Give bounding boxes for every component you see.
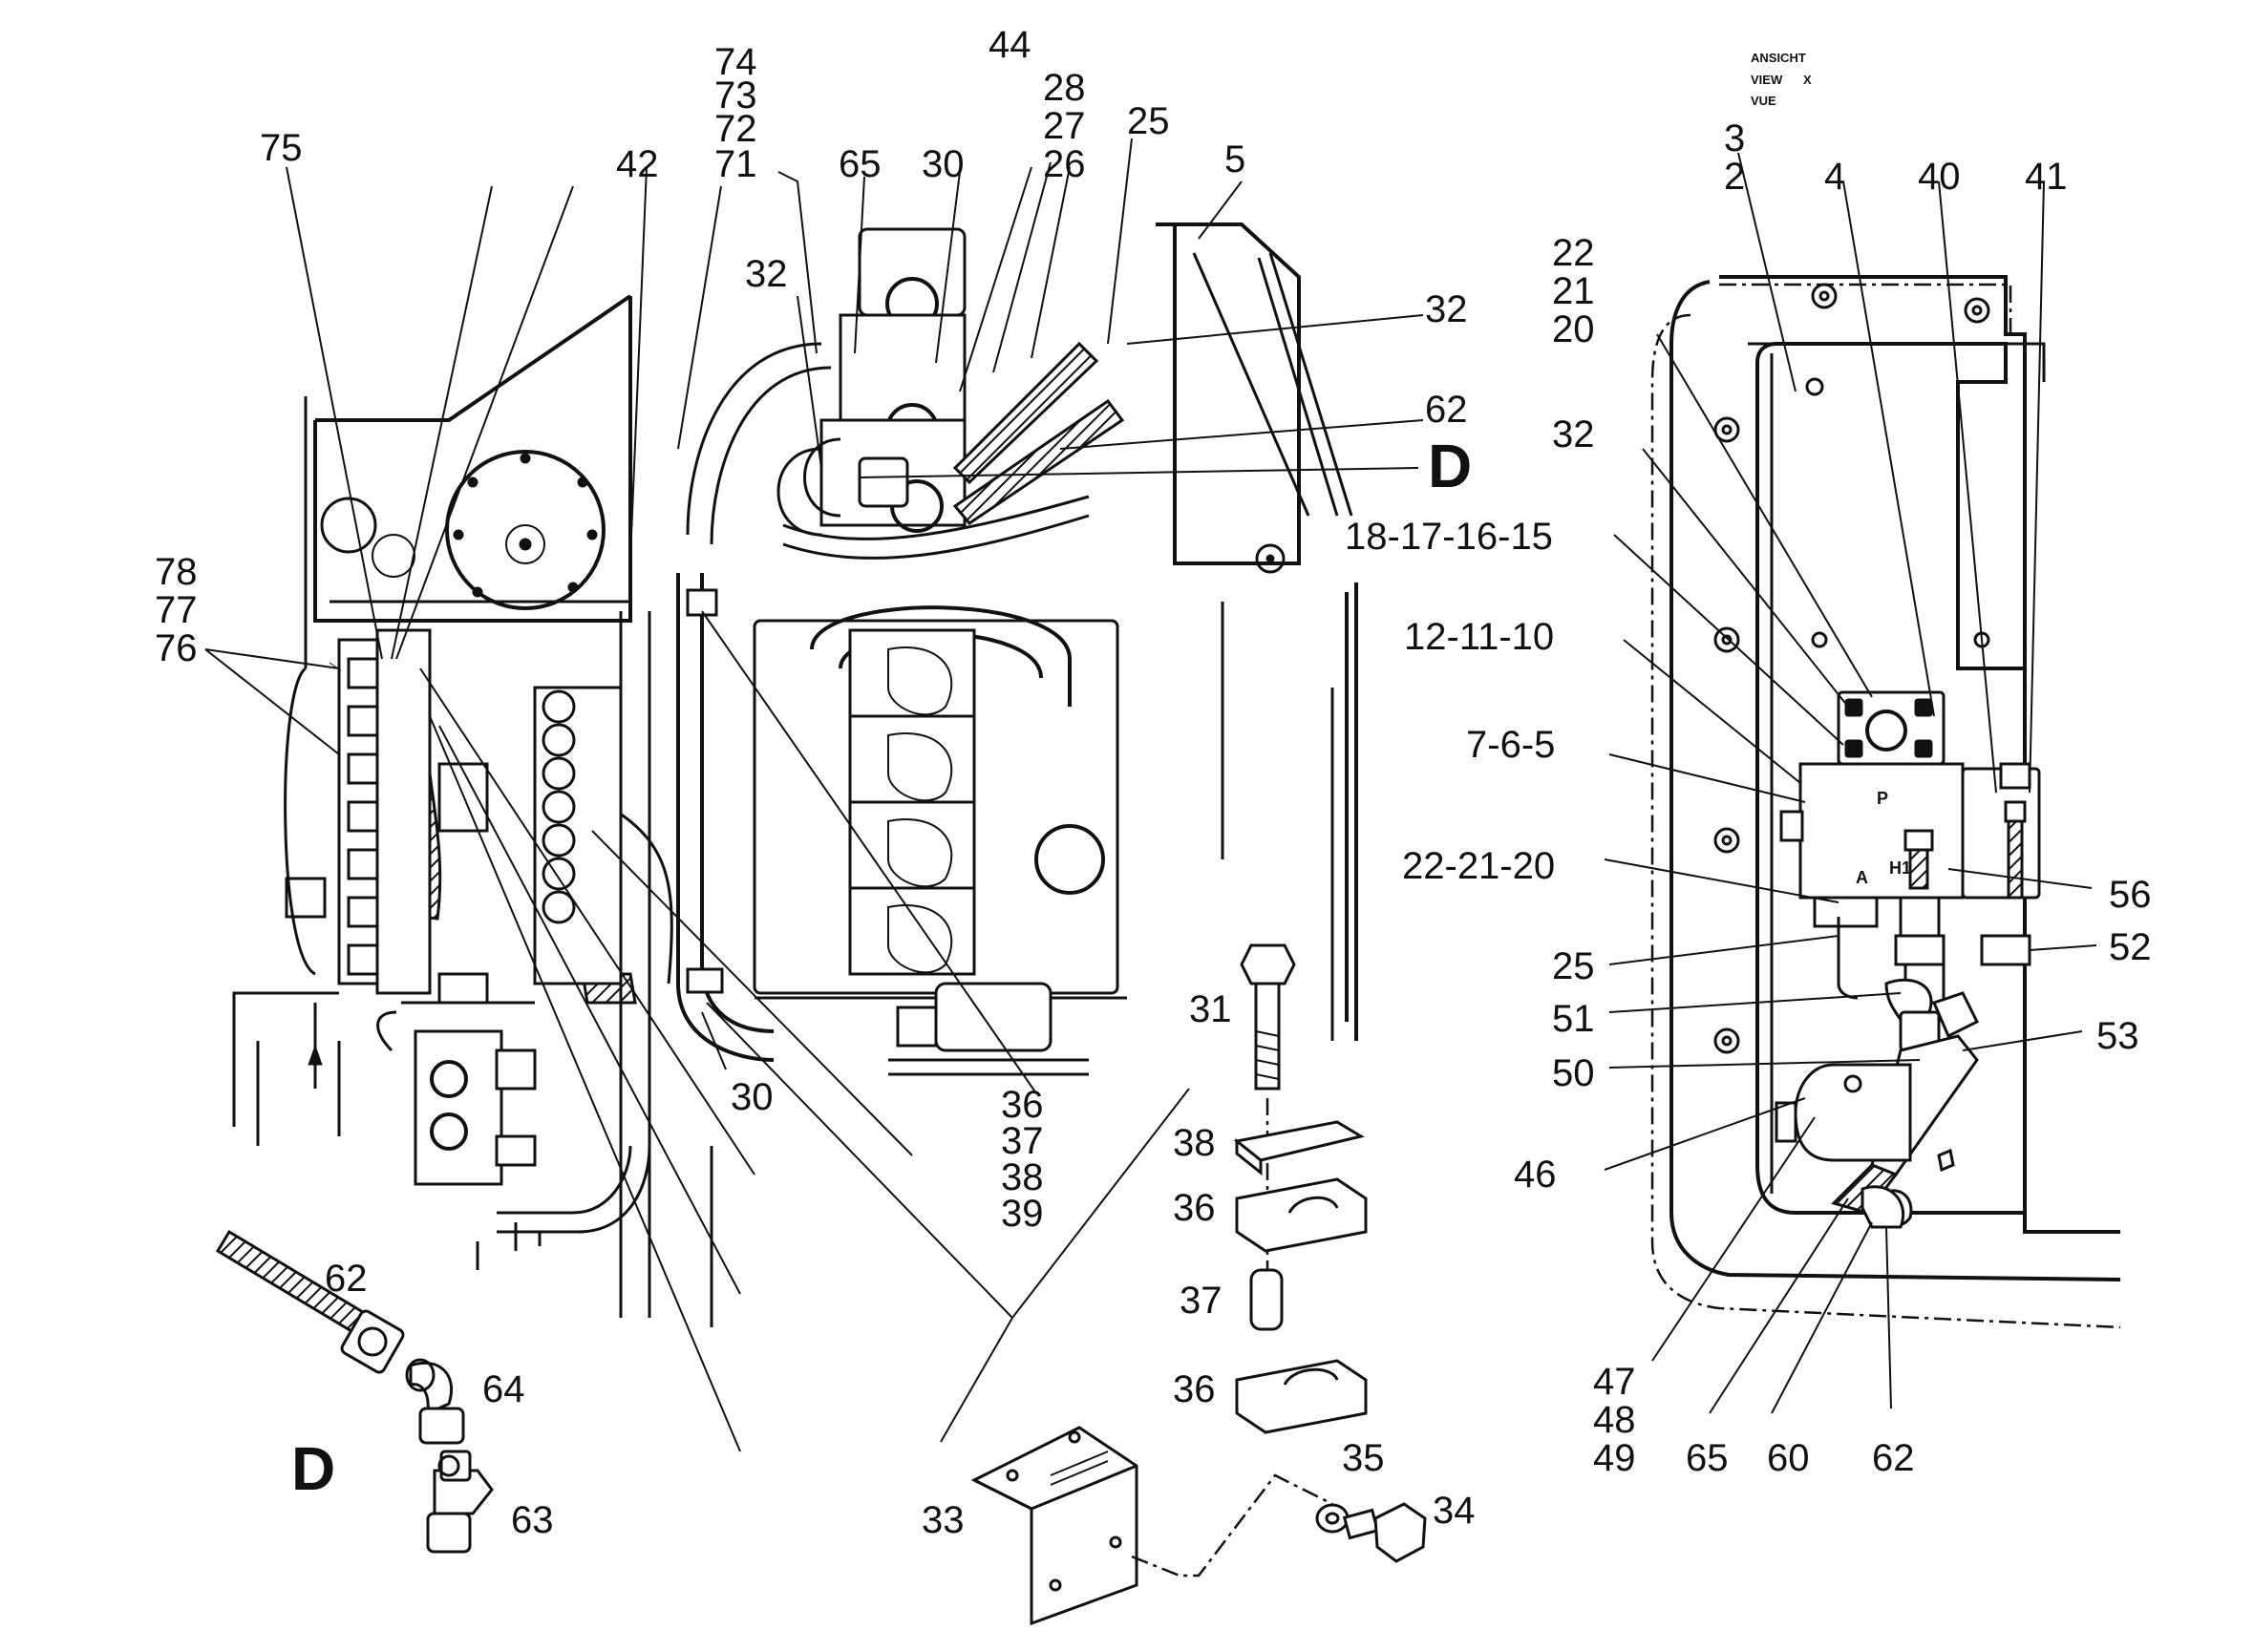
label-4: 4 xyxy=(1824,156,1845,198)
label-50: 50 xyxy=(1552,1052,1595,1094)
label-30: 30 xyxy=(922,143,965,185)
label-46: 46 xyxy=(1514,1154,1557,1196)
label-62: 62 xyxy=(1872,1437,1915,1479)
detail-d-fittings xyxy=(215,1229,494,1554)
view-x-drawing xyxy=(1650,275,2121,1329)
label-31: 31 xyxy=(1189,988,1232,1030)
label-35: 35 xyxy=(1342,1437,1385,1479)
label-34: 34 xyxy=(1433,1490,1476,1532)
label-42: 42 xyxy=(616,143,659,185)
label-62: 62 xyxy=(1425,389,1468,431)
label-32: 32 xyxy=(1425,288,1468,330)
engine-assembly-drawing xyxy=(232,222,1358,1327)
label-26: 26 xyxy=(1043,143,1086,185)
label-22-21-20: 22-21-20 xyxy=(1402,845,1555,887)
view-letter: X xyxy=(1803,73,1812,87)
leader-lines xyxy=(204,138,2097,1452)
label-78: 78 xyxy=(155,551,198,593)
label-27: 27 xyxy=(1043,105,1086,147)
label-36: 36 xyxy=(1173,1368,1216,1410)
label-74: 74 xyxy=(714,41,757,83)
clamp-bracket-exploded xyxy=(970,943,1427,1626)
label-73: 73 xyxy=(714,74,757,116)
label-62: 62 xyxy=(325,1258,368,1300)
port-h1: H1 xyxy=(1889,858,1911,878)
port-a: A xyxy=(1856,868,1868,887)
label-25: 25 xyxy=(1127,100,1170,142)
label-32: 32 xyxy=(745,253,788,295)
label-7-6-5: 7-6-5 xyxy=(1466,724,1555,766)
view-title-line-1: ANSICHT xyxy=(1751,51,1806,65)
label-21: 21 xyxy=(1552,270,1595,312)
label-64: 64 xyxy=(482,1368,525,1410)
view-title-line-3: VUE xyxy=(1751,94,1776,108)
label-20: 20 xyxy=(1552,308,1595,350)
label-40: 40 xyxy=(1918,156,1961,198)
label-48: 48 xyxy=(1593,1399,1636,1441)
label-76: 76 xyxy=(155,627,198,669)
label-37: 37 xyxy=(1001,1120,1044,1162)
label-22: 22 xyxy=(1552,232,1595,274)
label-32: 32 xyxy=(1552,413,1595,455)
label-47: 47 xyxy=(1593,1361,1636,1403)
label-5: 5 xyxy=(1224,138,1245,180)
label-65: 65 xyxy=(839,143,882,185)
part-number-labels: 74 73 72 71 44 28 27 26 25 75 42 65 30 5… xyxy=(155,24,2152,1541)
label-77: 77 xyxy=(155,589,198,631)
label-33: 33 xyxy=(922,1499,965,1541)
label-3: 3 xyxy=(1724,117,1745,159)
label-28: 28 xyxy=(1043,67,1086,109)
label-39: 39 xyxy=(1001,1193,1044,1235)
label-44: 44 xyxy=(989,24,1031,66)
label-36: 36 xyxy=(1001,1084,1044,1126)
label-36: 36 xyxy=(1173,1187,1216,1229)
label-51: 51 xyxy=(1552,998,1595,1040)
label-25: 25 xyxy=(1552,945,1595,987)
label-72: 72 xyxy=(714,108,757,150)
label-38: 38 xyxy=(1173,1122,1216,1164)
label-12-11-10: 12-11-10 xyxy=(1404,616,1554,658)
label-63: 63 xyxy=(511,1499,554,1541)
label-71: 71 xyxy=(714,143,757,185)
label-49: 49 xyxy=(1593,1437,1636,1479)
detail-d-callout: D xyxy=(1428,432,1472,500)
label-37: 37 xyxy=(1180,1280,1223,1322)
label-41: 41 xyxy=(2025,156,2068,198)
label-30: 30 xyxy=(731,1076,774,1118)
port-p: P xyxy=(1877,789,1888,808)
label-18-17-16-15: 18-17-16-15 xyxy=(1345,516,1553,558)
detail-d-title: D xyxy=(291,1434,335,1503)
label-75: 75 xyxy=(260,127,303,169)
label-65: 65 xyxy=(1686,1437,1729,1479)
label-60: 60 xyxy=(1767,1437,1810,1479)
view-title-line-2: VIEW xyxy=(1751,73,1783,87)
label-53: 53 xyxy=(2096,1015,2139,1057)
label-52: 52 xyxy=(2109,926,2152,968)
label-56: 56 xyxy=(2109,874,2152,916)
label-38: 38 xyxy=(1001,1156,1044,1198)
label-2: 2 xyxy=(1724,156,1745,198)
